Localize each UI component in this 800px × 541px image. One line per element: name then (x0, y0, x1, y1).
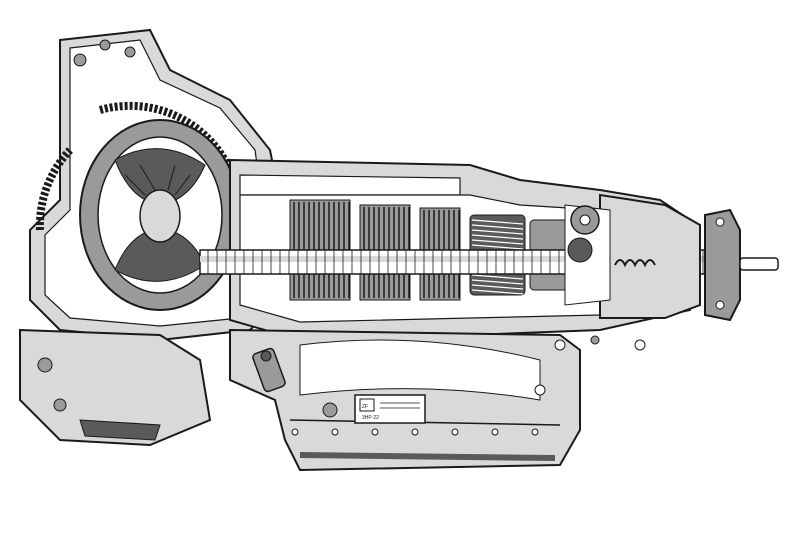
electrical-connector (252, 347, 286, 393)
name-plate-model: 3HP-22 (362, 415, 379, 421)
case-bolts (534, 335, 646, 396)
pan-bolts (291, 428, 539, 436)
name-plate: ZF 3HP-22 (322, 394, 426, 424)
name-plate-logo: ZF (362, 404, 368, 410)
extension-housing (564, 193, 701, 319)
output-flange (704, 208, 779, 322)
torque-converter (79, 119, 241, 311)
lower-housing (19, 328, 212, 447)
